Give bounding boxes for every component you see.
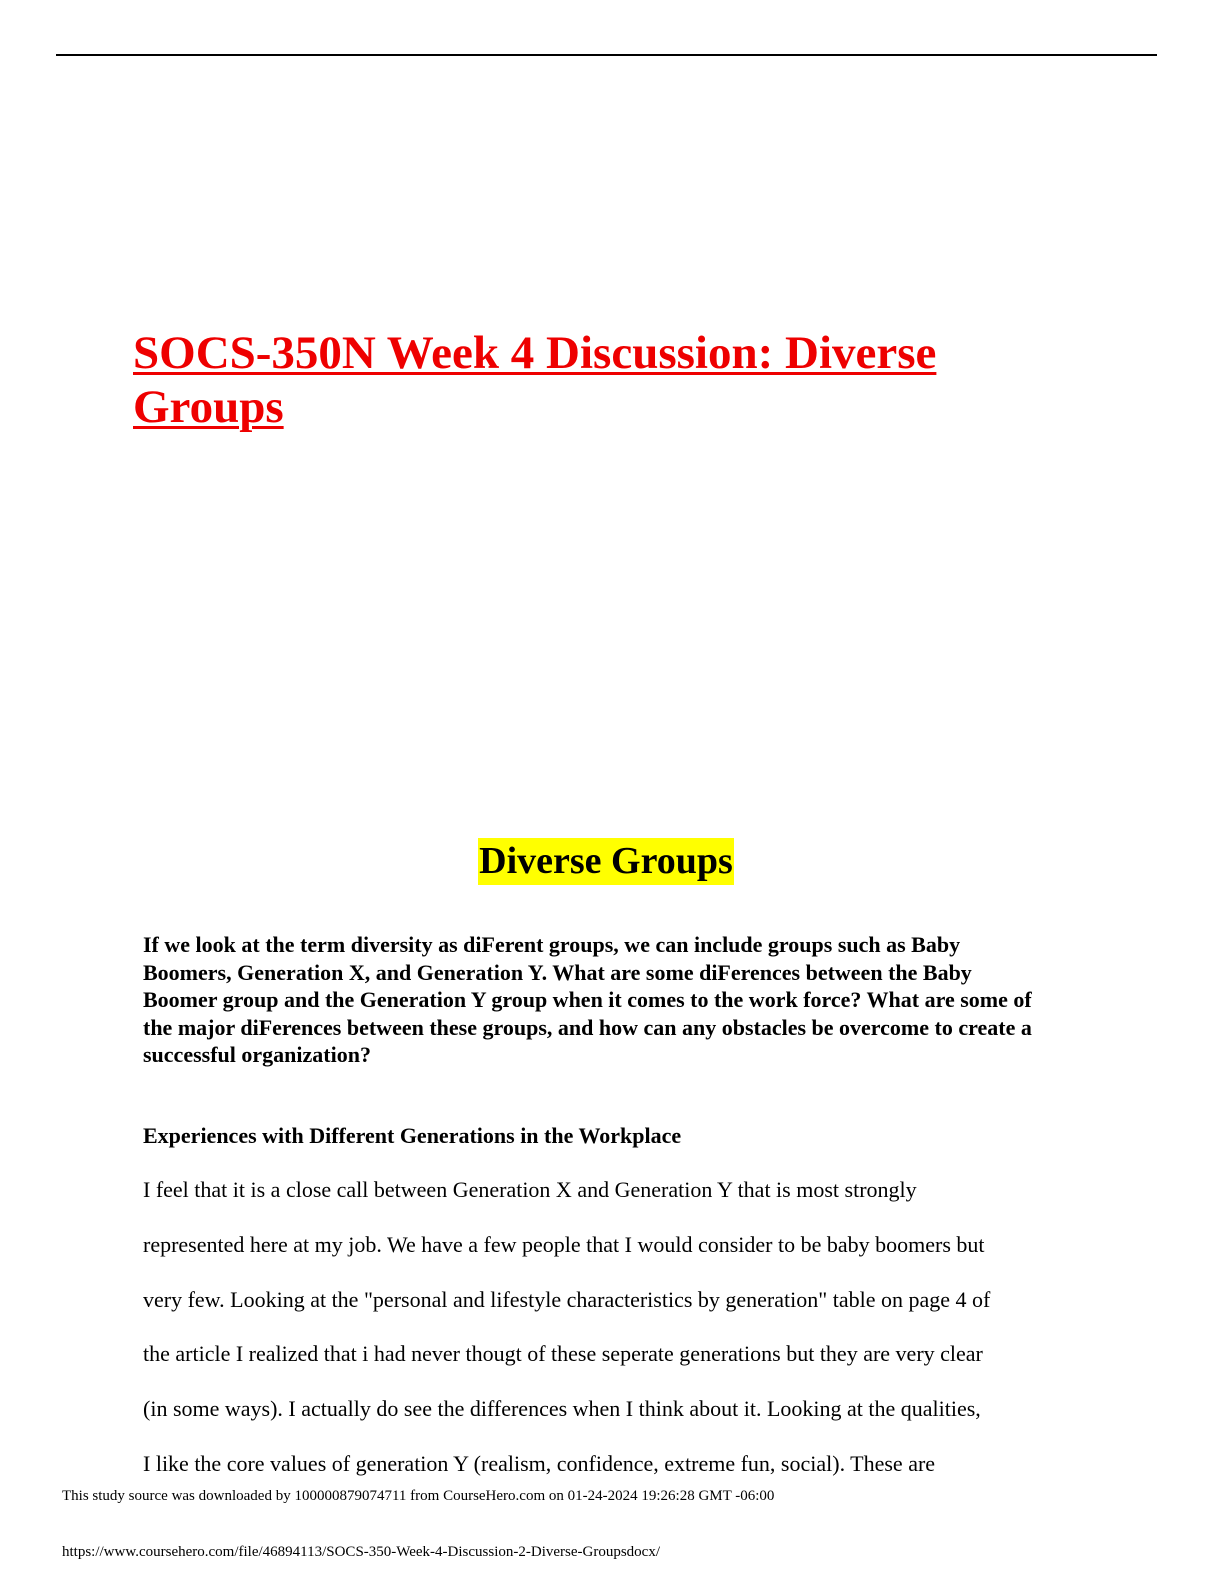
body-line: represented here at my job. We have a fe… [143, 1231, 985, 1257]
response-heading: Experiences with Different Generations i… [143, 1123, 682, 1148]
discussion-prompt: If we look at the term diversity as diFe… [143, 932, 1032, 1067]
download-notice: This study source was downloaded by 1000… [62, 1488, 775, 1504]
section-heading-container: Diverse Groups [0, 838, 1212, 885]
body-line: I like the core values of generation Y (… [143, 1450, 936, 1476]
body-line: I feel that it is a close call between G… [143, 1177, 917, 1202]
document-title: SOCS-350N Week 4 Discussion: Diverse Gro… [133, 327, 937, 433]
body-line: (in some ways). I actually do see the di… [143, 1396, 981, 1422]
top-divider [56, 54, 1157, 56]
body-line: very few. Looking at the "personal and l… [143, 1286, 991, 1312]
body-line: the article I realized that i had never … [143, 1341, 983, 1367]
source-url: https://www.coursehero.com/file/46894113… [62, 1544, 660, 1560]
section-heading: Diverse Groups [478, 838, 734, 885]
response-body: I feel that it is a close call between G… [143, 1176, 1078, 1505]
